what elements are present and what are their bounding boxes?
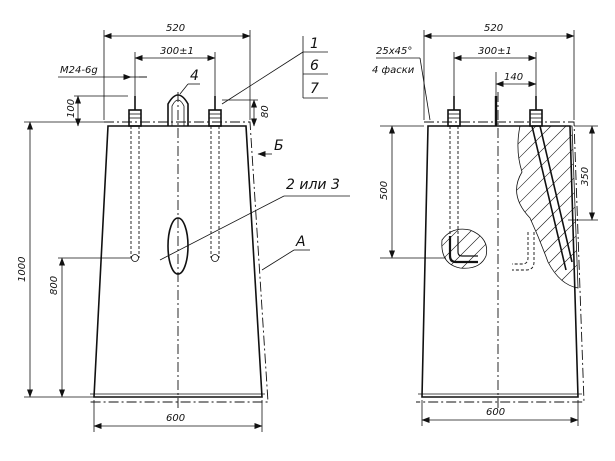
inclined-bolt: [531, 125, 567, 271]
callout-2-or-3: 2 или 3: [286, 177, 340, 193]
left-dim-bolt-protrusion: 100: [66, 99, 77, 118]
right-dim-side-depth: 350: [580, 167, 591, 186]
left-contour-a: [88, 121, 269, 403]
right-contour: [416, 121, 585, 403]
left-bolt-right: [208, 96, 222, 262]
left-block-outline: [93, 125, 263, 398]
embedded-plate: [167, 217, 189, 275]
right-bolt-left: [447, 96, 461, 236]
left-view: 520 300±1 M24-6g 100 80 1000 800 6: [17, 23, 350, 432]
right-dim-section-depth: 500: [379, 181, 390, 200]
callout-b: Б: [274, 138, 284, 154]
left-dim-top-width: 520: [166, 23, 185, 34]
right-dim-bolt-spacing: 300±1: [478, 46, 512, 57]
callout-a: А: [295, 234, 306, 250]
right-dim-top-width: 520: [484, 23, 503, 34]
callout-4: 4: [190, 68, 199, 84]
callout-6: 6: [310, 58, 319, 74]
thread-label: M24-6g: [60, 65, 98, 76]
local-section: [441, 228, 488, 269]
left-dim-hook-height: 80: [260, 105, 271, 118]
left-dim-total-height: 1000: [17, 257, 28, 282]
left-bolt-left: [128, 96, 142, 262]
right-dim-bottom-width: 600: [486, 407, 505, 418]
right-block-outline: [421, 125, 579, 398]
callout-7: 7: [310, 81, 319, 97]
left-dim-bottom-width: 600: [166, 413, 185, 424]
chamfer-note: 4 фаски: [372, 65, 415, 76]
section-cutaway: [516, 125, 579, 289]
lifting-hook: [167, 94, 189, 126]
right-view: 520 300±1 140 25x45° 4 фаски 500 350 600: [372, 23, 598, 426]
left-dim-bolt-depth: 800: [49, 276, 60, 295]
right-dim-offset: 140: [504, 72, 523, 83]
left-dim-bolt-spacing: 300±1: [160, 46, 194, 57]
chamfer-label: 25x45°: [376, 46, 412, 57]
callout-1: 1: [310, 36, 319, 52]
